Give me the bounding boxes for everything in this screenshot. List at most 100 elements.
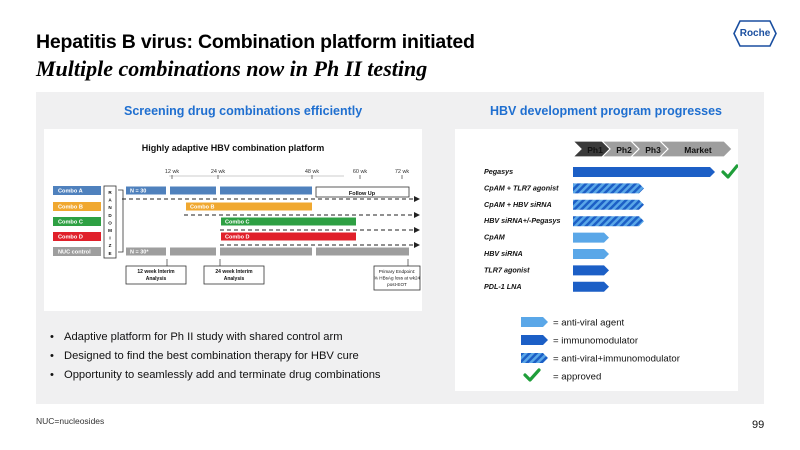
- arrow-a: [414, 196, 420, 202]
- text-line: % HBsAg loss at wk24: [374, 276, 421, 281]
- arm-bar: [126, 247, 166, 256]
- phase-header: Ph1 Ph2 Ph3 Market: [571, 140, 733, 158]
- text-line: Analysis: [146, 276, 167, 282]
- program-progress-bar: [573, 232, 609, 243]
- legend-label: = approved: [553, 372, 601, 383]
- phase-label: Ph1: [587, 145, 603, 155]
- arm-bar: [220, 186, 312, 195]
- legend-label: = immunomodulator: [553, 336, 639, 347]
- arm-label-box: [53, 202, 101, 211]
- text-line: post-EOT: [387, 282, 407, 287]
- program-progress-bar: [573, 281, 609, 292]
- legend-label: = anti-viral+immunomodulator: [553, 354, 681, 365]
- legend: = anti-viral agent = immunomodulator = ant…: [521, 317, 681, 383]
- phase-label: Ph3: [645, 145, 661, 155]
- footnote: NUC=nucleosides: [36, 416, 105, 426]
- right-section-heading: HBV development program progresses: [490, 104, 723, 118]
- arm-bar: [221, 232, 356, 241]
- program-name: TLR7 agonist: [484, 265, 530, 274]
- program-name: HBV siRNA: [484, 249, 523, 258]
- combination-platform-figure: Highly adaptive HBV combination platform…: [44, 129, 422, 311]
- phase-label: Ph2: [616, 145, 632, 155]
- program-progress-bar: [573, 167, 715, 177]
- arm-bar-label: N = 30*: [130, 250, 149, 256]
- arm-label-box: [53, 217, 101, 226]
- logo-hexagon-icon: [733, 20, 777, 47]
- randomize-bracket: [118, 189, 124, 253]
- arm-bar: [126, 186, 166, 195]
- arm-bar: [170, 247, 216, 256]
- legend-check-icon: [523, 368, 541, 382]
- bullet-item: Designed to find the best combination th…: [50, 347, 430, 366]
- arm-bar: [221, 217, 356, 226]
- randomize-letter: E: [108, 251, 111, 256]
- approved-check-icon: [721, 164, 739, 179]
- randomize-letter: A: [108, 198, 112, 203]
- program-name: Pegasys: [484, 167, 513, 176]
- text-line: 12 week Interim: [137, 269, 175, 275]
- arm-bar: [170, 186, 216, 195]
- arm-label-box: [53, 247, 101, 256]
- platform-diagram: Highly adaptive HBV combination platform…: [53, 143, 421, 291]
- randomize-letter: M: [108, 228, 112, 233]
- program-name: CpAM + HBV siRNA: [484, 200, 552, 209]
- randomize-letter: R: [108, 190, 112, 195]
- randomize-letter: O: [108, 220, 112, 225]
- program-name: PDL-1 LNA: [484, 282, 522, 291]
- randomize-letter: N: [108, 205, 112, 210]
- arm-bar: [186, 202, 312, 211]
- program-progress-bar: [573, 183, 644, 194]
- arm-label-box: [53, 186, 101, 195]
- legend-swatch: [521, 353, 548, 363]
- arm-bar: [316, 247, 409, 256]
- interim-24-box: [203, 265, 265, 285]
- text-line: 24 week Interim: [215, 269, 253, 275]
- arm-label-box: [53, 232, 101, 241]
- text-line: Primary Endpoint:: [379, 269, 416, 274]
- interim-12-box: [125, 265, 187, 285]
- bullet-list: Adaptive platform for Ph II study with s…: [50, 328, 430, 385]
- logo-text: Roche: [739, 28, 771, 39]
- program-name: CpAM: [484, 233, 506, 242]
- week-label: 60 wk: [353, 169, 368, 175]
- program-progress-bar: [573, 199, 644, 210]
- roche-logo: Roche: [733, 20, 777, 47]
- arrow-b: [414, 212, 420, 218]
- program-progress-bar: [573, 249, 609, 259]
- follow-up-label: Follow Up: [349, 191, 376, 197]
- arm-bar-label: Combo C: [225, 220, 249, 226]
- arm-label: Combo C: [58, 220, 83, 226]
- figure-title: Highly adaptive HBV combination platform: [142, 143, 325, 153]
- legend-swatch: [521, 317, 548, 327]
- phase-label: Market: [684, 145, 712, 155]
- follow-up-box: [315, 186, 410, 198]
- randomize-letter: Z: [109, 243, 112, 248]
- arm-bar-label: N = 30: [130, 189, 146, 195]
- arm-label: NUC control: [58, 250, 91, 256]
- page-number: 99: [752, 419, 765, 431]
- endpoint-box: [373, 265, 421, 291]
- program-name: HBV siRNA+/-Pegasys: [484, 216, 561, 225]
- randomize-box: [103, 185, 117, 259]
- week-label: 72 wk: [395, 169, 410, 175]
- program-progress-bar: [573, 265, 609, 276]
- program-progress-bar: [573, 216, 644, 227]
- phase-chevron: [658, 140, 733, 158]
- left-section-heading: Screening drug combinations efficiently: [124, 104, 363, 118]
- bullet-item: Adaptive platform for Ph II study with s…: [50, 328, 430, 347]
- arm-bar-label: Combo B: [190, 205, 214, 211]
- arrow-d: [414, 242, 420, 248]
- legend-label: = anti-viral agent: [553, 318, 625, 329]
- week-label: 48 wk: [305, 169, 320, 175]
- week-label: 24 wk: [211, 169, 226, 175]
- legend-swatch: [521, 335, 548, 345]
